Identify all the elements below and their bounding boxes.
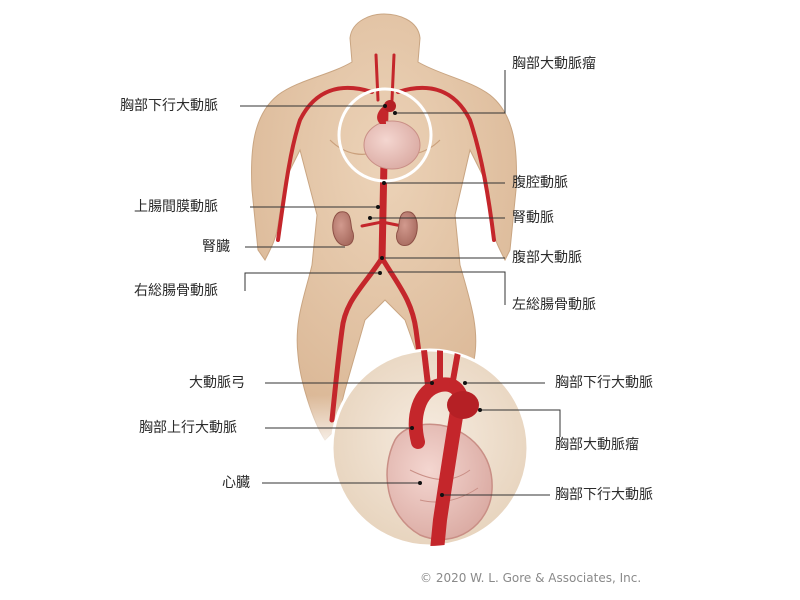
label-thoracic-aneurysm-inset: 胸部大動脈瘤 (555, 437, 639, 453)
chest-heart (363, 100, 421, 170)
label-heart: 心臓 (222, 475, 250, 491)
label-kidney: 腎臓 (202, 239, 230, 255)
leader-lines (240, 70, 561, 497)
label-superior-mesenteric-artery: 上腸間膜動脈 (134, 199, 218, 215)
label-descending-thoracic-top: 胸部下行大動脈 (120, 98, 218, 114)
label-left-common-iliac: 左総腸骨動脈 (512, 297, 596, 313)
copyright-notice: © 2020 W. L. Gore & Associates, Inc. (420, 571, 642, 585)
inset-magnified-view (330, 348, 530, 548)
label-descending-thoracic-inset-upper: 胸部下行大動脈 (555, 375, 653, 391)
label-aortic-arch: 大動脈弓 (189, 375, 245, 391)
label-right-common-iliac: 右総腸骨動脈 (134, 283, 218, 299)
chest-highlight-circle (337, 87, 433, 183)
label-abdominal-aorta: 腹部大動脈 (512, 250, 582, 266)
label-thoracic-aneurysm-top: 胸部大動脈瘤 (512, 56, 596, 72)
kidneys (332, 211, 418, 247)
label-ascending-thoracic: 胸部上行大動脈 (139, 420, 237, 436)
label-descending-thoracic-inset-lower: 胸部下行大動脈 (555, 487, 653, 503)
label-celiac-artery: 腹腔動脈 (512, 175, 568, 191)
label-renal-artery: 腎動脈 (512, 210, 554, 226)
